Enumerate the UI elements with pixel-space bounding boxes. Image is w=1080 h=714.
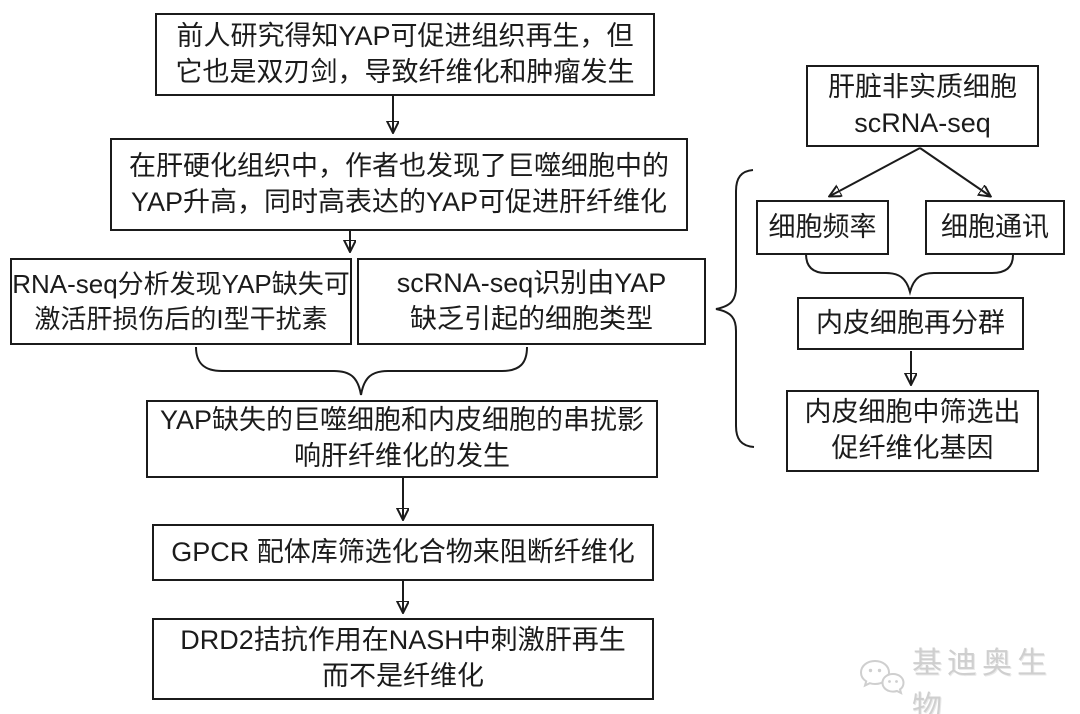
box-cell-frequency: 细胞频率 [756,200,889,255]
watermark-label: 基迪奥生物 [912,647,1052,714]
wechat-icon [858,658,906,707]
box-rnaseq-interferon: RNA-seq分析发现YAP缺失可 激活肝损伤后的I型干扰素 [10,258,352,345]
box-prior-research-yap: 前人研究得知YAP可促进组织再生，但 它也是双刃剑，导致纤维化和肿瘤发生 [155,13,655,96]
box-crosstalk-fibrosis: YAP缺失的巨噬细胞和内皮细胞的串扰影 响肝纤维化的发生 [146,400,658,478]
box-drd2-nash: DRD2拮抗作用在NASH中刺激肝再生 而不是纤维化 [152,618,654,700]
brace-under-middle-boxes [195,346,528,396]
watermark: 基迪奥生物 [858,638,1080,714]
box-profibrotic-genes: 内皮细胞中筛选出 促纤维化基因 [786,390,1039,472]
box-scrnaseq-cell-types: scRNA-seq识别由YAP 缺乏引起的细胞类型 [357,258,706,345]
box-endothelial-resubcluster: 内皮细胞再分群 [797,297,1024,350]
arrow-scrnaseq-to-cell-communication [919,147,990,196]
brace-right-group-to-scrnaseq-box [715,169,755,448]
box-liver-nonparenchymal-scrnaseq: 肝脏非实质细胞 scRNA-seq [806,65,1039,147]
box-cell-communication: 细胞通讯 [925,200,1065,255]
arrow-scrnaseq-to-cell-frequency [830,147,921,196]
brace-under-freq-comm-boxes [805,253,1014,296]
box-cirrhosis-macrophage-yap: 在肝硬化组织中，作者也发现了巨噬细胞中的 YAP升高，同时高表达的YAP可促进肝… [110,138,688,231]
box-gpcr-screening: GPCR 配体库筛选化合物来阻断纤维化 [152,524,654,581]
